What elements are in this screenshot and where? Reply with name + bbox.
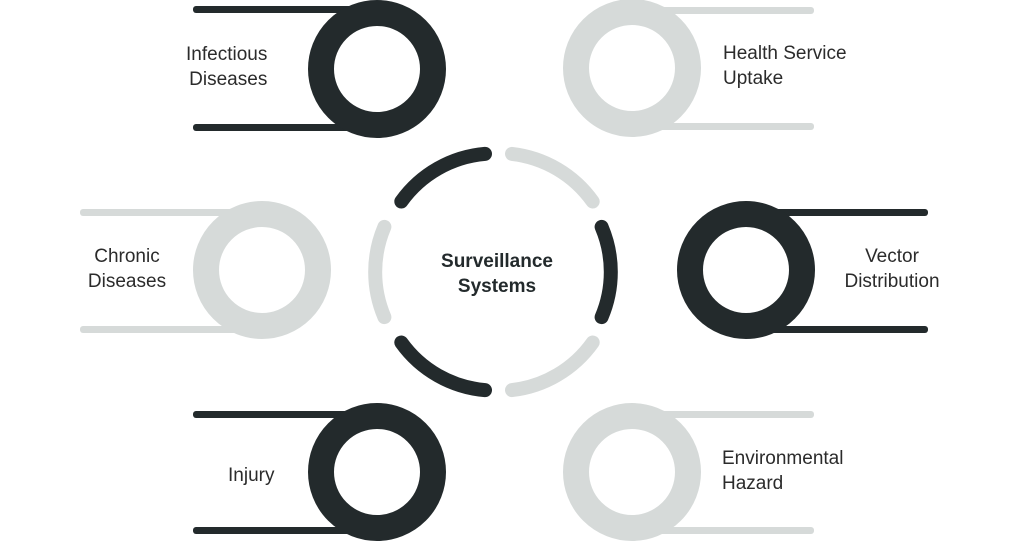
- label-line2: Diseases: [189, 69, 268, 90]
- node-bar-bottom: [632, 123, 814, 130]
- center-ring-segment-right: [594, 219, 618, 325]
- label-health-service-uptake: Health Service Uptake: [723, 41, 847, 91]
- node-injury: [193, 403, 446, 541]
- label-line2: Diseases: [87, 271, 167, 292]
- node-bar-bottom: [80, 326, 262, 333]
- node-ring: [563, 403, 701, 541]
- center-ring-segment-top-left: [394, 146, 492, 209]
- center-ring: [368, 146, 618, 398]
- node-bar-bottom: [746, 326, 928, 333]
- node-bar-top: [632, 7, 814, 14]
- label-injury: Injury: [228, 463, 274, 488]
- label-line1: Infectious: [186, 44, 268, 65]
- label-line2: Distribution: [844, 271, 940, 292]
- node-bar-bottom: [632, 527, 814, 534]
- label-line1: Vector: [865, 246, 919, 267]
- center-label-line1: Surveillance: [441, 251, 553, 272]
- label-line2: Hazard: [722, 473, 784, 494]
- node-ring: [677, 201, 815, 339]
- label-line1: Environmental: [722, 448, 844, 469]
- label-chronic-diseases: Chronic Diseases: [82, 244, 172, 294]
- node-bar-top: [193, 6, 377, 13]
- node-bar-bottom: [193, 124, 377, 131]
- label-line1: Injury: [228, 465, 275, 486]
- node-chronic-diseases: [80, 201, 331, 339]
- center-ring-segment-left: [368, 219, 392, 325]
- node-vector-distribution: [677, 201, 928, 339]
- center-label-line2: Systems: [457, 276, 537, 297]
- node-bar-top: [80, 209, 262, 216]
- node-bar-top: [632, 411, 814, 418]
- node-ring: [563, 0, 701, 137]
- node-ring: [308, 403, 446, 541]
- label-line1: Health Service: [723, 43, 847, 64]
- node-ring: [193, 201, 331, 339]
- label-vector-distribution: Vector Distribution: [836, 244, 948, 294]
- label-line2: Uptake: [723, 68, 784, 89]
- node-bar-top: [746, 209, 928, 216]
- label-infectious-diseases: Infectious Diseases: [186, 42, 267, 92]
- node-bar-top: [193, 411, 377, 418]
- center-ring-segment-bottom-right: [505, 335, 600, 398]
- center-label: Surveillance Systems: [407, 249, 587, 299]
- center-ring-segment-bottom-left: [394, 335, 492, 398]
- node-environmental-hazard: [563, 403, 814, 541]
- node-ring: [308, 0, 446, 138]
- node-bar-bottom: [193, 527, 377, 534]
- label-line1: Chronic: [94, 246, 160, 267]
- center-ring-segment-top-right: [505, 146, 600, 209]
- label-environmental-hazard: Environmental Hazard: [722, 446, 843, 496]
- node-health-service-uptake: [563, 0, 814, 137]
- node-infectious-diseases: [193, 0, 446, 138]
